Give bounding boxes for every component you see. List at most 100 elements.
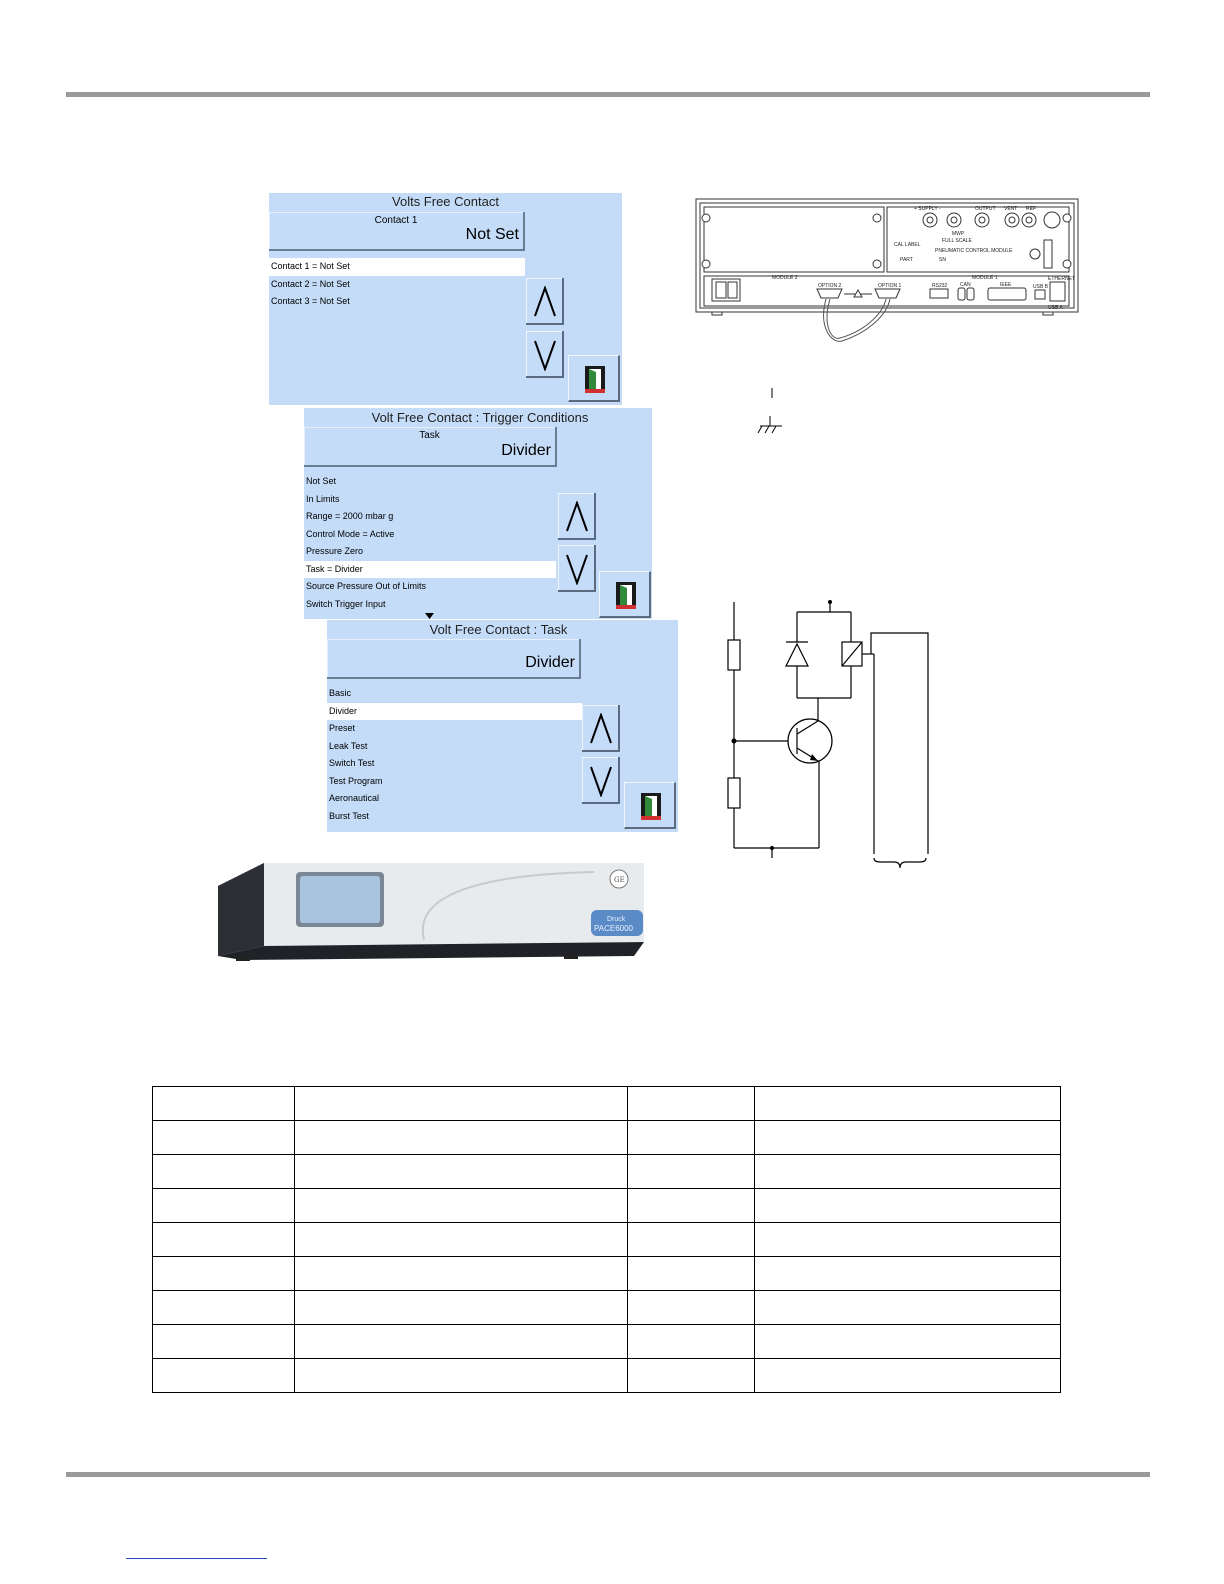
table-cell (627, 1324, 755, 1359)
list-item[interactable]: Contact 2 = Not Set (271, 278, 350, 289)
screen-title: Volts Free Contact (392, 194, 499, 209)
resistor-lower (727, 777, 741, 809)
table-cell (152, 1154, 295, 1189)
list-item[interactable]: Divider (327, 702, 582, 720)
table-cell (754, 1120, 1061, 1155)
table-cell (754, 1358, 1061, 1393)
module2-label: MODULE 2 (772, 275, 798, 281)
table-row (152, 1086, 1061, 1121)
scroll-down-button[interactable] (558, 545, 596, 592)
table-cell (754, 1290, 1061, 1325)
list-item[interactable]: Pressure Zero (306, 546, 364, 556)
chevron-up-icon (590, 713, 612, 744)
list-item[interactable]: Basic (329, 688, 352, 698)
vent-label: VENT (1004, 206, 1017, 212)
exit-button[interactable] (599, 571, 651, 618)
table-cell (627, 1086, 755, 1121)
table-cell (294, 1222, 628, 1257)
mwp-label: MWP (952, 231, 965, 237)
table-cell (754, 1256, 1061, 1291)
table-row (152, 1222, 1061, 1257)
list-item[interactable]: In Limits (306, 493, 340, 504)
list-item[interactable]: Source Pressure Out of Limits (306, 581, 427, 591)
table-row (152, 1290, 1061, 1325)
table-cell (294, 1324, 628, 1359)
table-cell (152, 1222, 295, 1257)
field-value: Not Set (465, 226, 519, 243)
scroll-up-button[interactable] (582, 705, 620, 752)
option2-label: OPTION 2 (818, 283, 842, 289)
footer-link[interactable] (126, 1558, 267, 1559)
table-cell (294, 1256, 628, 1291)
task-field[interactable]: Task Divider (304, 427, 557, 467)
scroll-up-button[interactable] (526, 278, 564, 325)
contact-field[interactable]: Contact 1 Not Set (269, 212, 525, 251)
brand-name: Druck (607, 916, 626, 923)
field-label: Contact 1 (374, 215, 418, 226)
list-item[interactable]: Test Program (329, 775, 383, 786)
table-cell (754, 1324, 1061, 1359)
table-cell (294, 1154, 628, 1189)
ge-logo-icon: GE (614, 876, 625, 884)
table-cell (152, 1086, 295, 1121)
list-item[interactable]: Task = Divider (304, 560, 556, 578)
list-item[interactable]: Control Mode = Active (306, 528, 395, 539)
exit-door-icon (616, 582, 636, 609)
exit-button[interactable] (568, 355, 620, 402)
list-item[interactable]: Switch Trigger Input (306, 598, 386, 609)
field-label: Task (419, 430, 440, 441)
relay-circuit-schematic (727, 600, 929, 869)
list-item[interactable]: Not Set (306, 476, 337, 486)
chevron-down-icon (534, 340, 556, 371)
full-scale-label: FULL SCALE (942, 238, 972, 244)
ethernet-label: ETHERNET (1048, 276, 1075, 282)
pcm-label: PNEUMATIC CONTROL MODULE (935, 248, 1013, 254)
task-value-field[interactable]: Divider (327, 639, 581, 679)
table-cell (627, 1154, 755, 1189)
table-cell (627, 1290, 755, 1325)
table-cell (294, 1358, 628, 1393)
table-cell (152, 1290, 295, 1325)
table-cell (754, 1086, 1061, 1121)
list-item[interactable]: Burst Test (329, 810, 369, 821)
exit-door-icon (585, 366, 605, 393)
cal-label: CAL LABEL (894, 242, 921, 248)
scroll-down-button[interactable] (582, 757, 620, 804)
usb-a-label: USB A (1048, 305, 1063, 311)
table-cell (294, 1120, 628, 1155)
list-item[interactable]: Switch Test (329, 758, 375, 768)
list-item[interactable]: Range = 2000 mbar g (306, 511, 394, 521)
list-item[interactable]: Preset (329, 723, 356, 733)
list-item[interactable]: Leak Test (329, 740, 368, 751)
table-cell (627, 1256, 755, 1291)
part-label: PART (900, 257, 913, 263)
table-cell (152, 1188, 295, 1223)
ref-label: REF (1026, 206, 1036, 212)
data-table (152, 1086, 1061, 1393)
table-cell (294, 1188, 628, 1223)
list-item[interactable]: Contact 1 = Not Set (269, 258, 525, 276)
screen-title: Volt Free Contact : Trigger Conditions (371, 410, 589, 425)
table-cell (152, 1256, 295, 1291)
field-value: Divider (501, 442, 551, 459)
chevron-up-icon (566, 501, 588, 532)
trigger-conditions-screen: Volt Free Contact : Trigger Conditions T… (304, 408, 652, 619)
footer-rule (66, 1472, 1150, 1477)
table-cell (294, 1290, 628, 1325)
can-label: CAN (960, 282, 971, 288)
list-item[interactable]: Aeronautical (329, 793, 380, 803)
chevron-down-icon (566, 554, 588, 585)
supply-label: + SUPPLY - (914, 206, 941, 212)
table-cell (754, 1222, 1061, 1257)
field-value: Divider (525, 654, 575, 671)
resistor-upper (727, 639, 741, 671)
pace6000-device-image: GE Druck PACE6000 (218, 863, 644, 961)
list-item[interactable]: Contact 3 = Not Set (271, 296, 350, 306)
exit-button[interactable] (624, 782, 676, 829)
scroll-down-button[interactable] (526, 331, 564, 378)
usb-b-label: USB B (1033, 284, 1049, 290)
scroll-up-button[interactable] (558, 493, 596, 540)
